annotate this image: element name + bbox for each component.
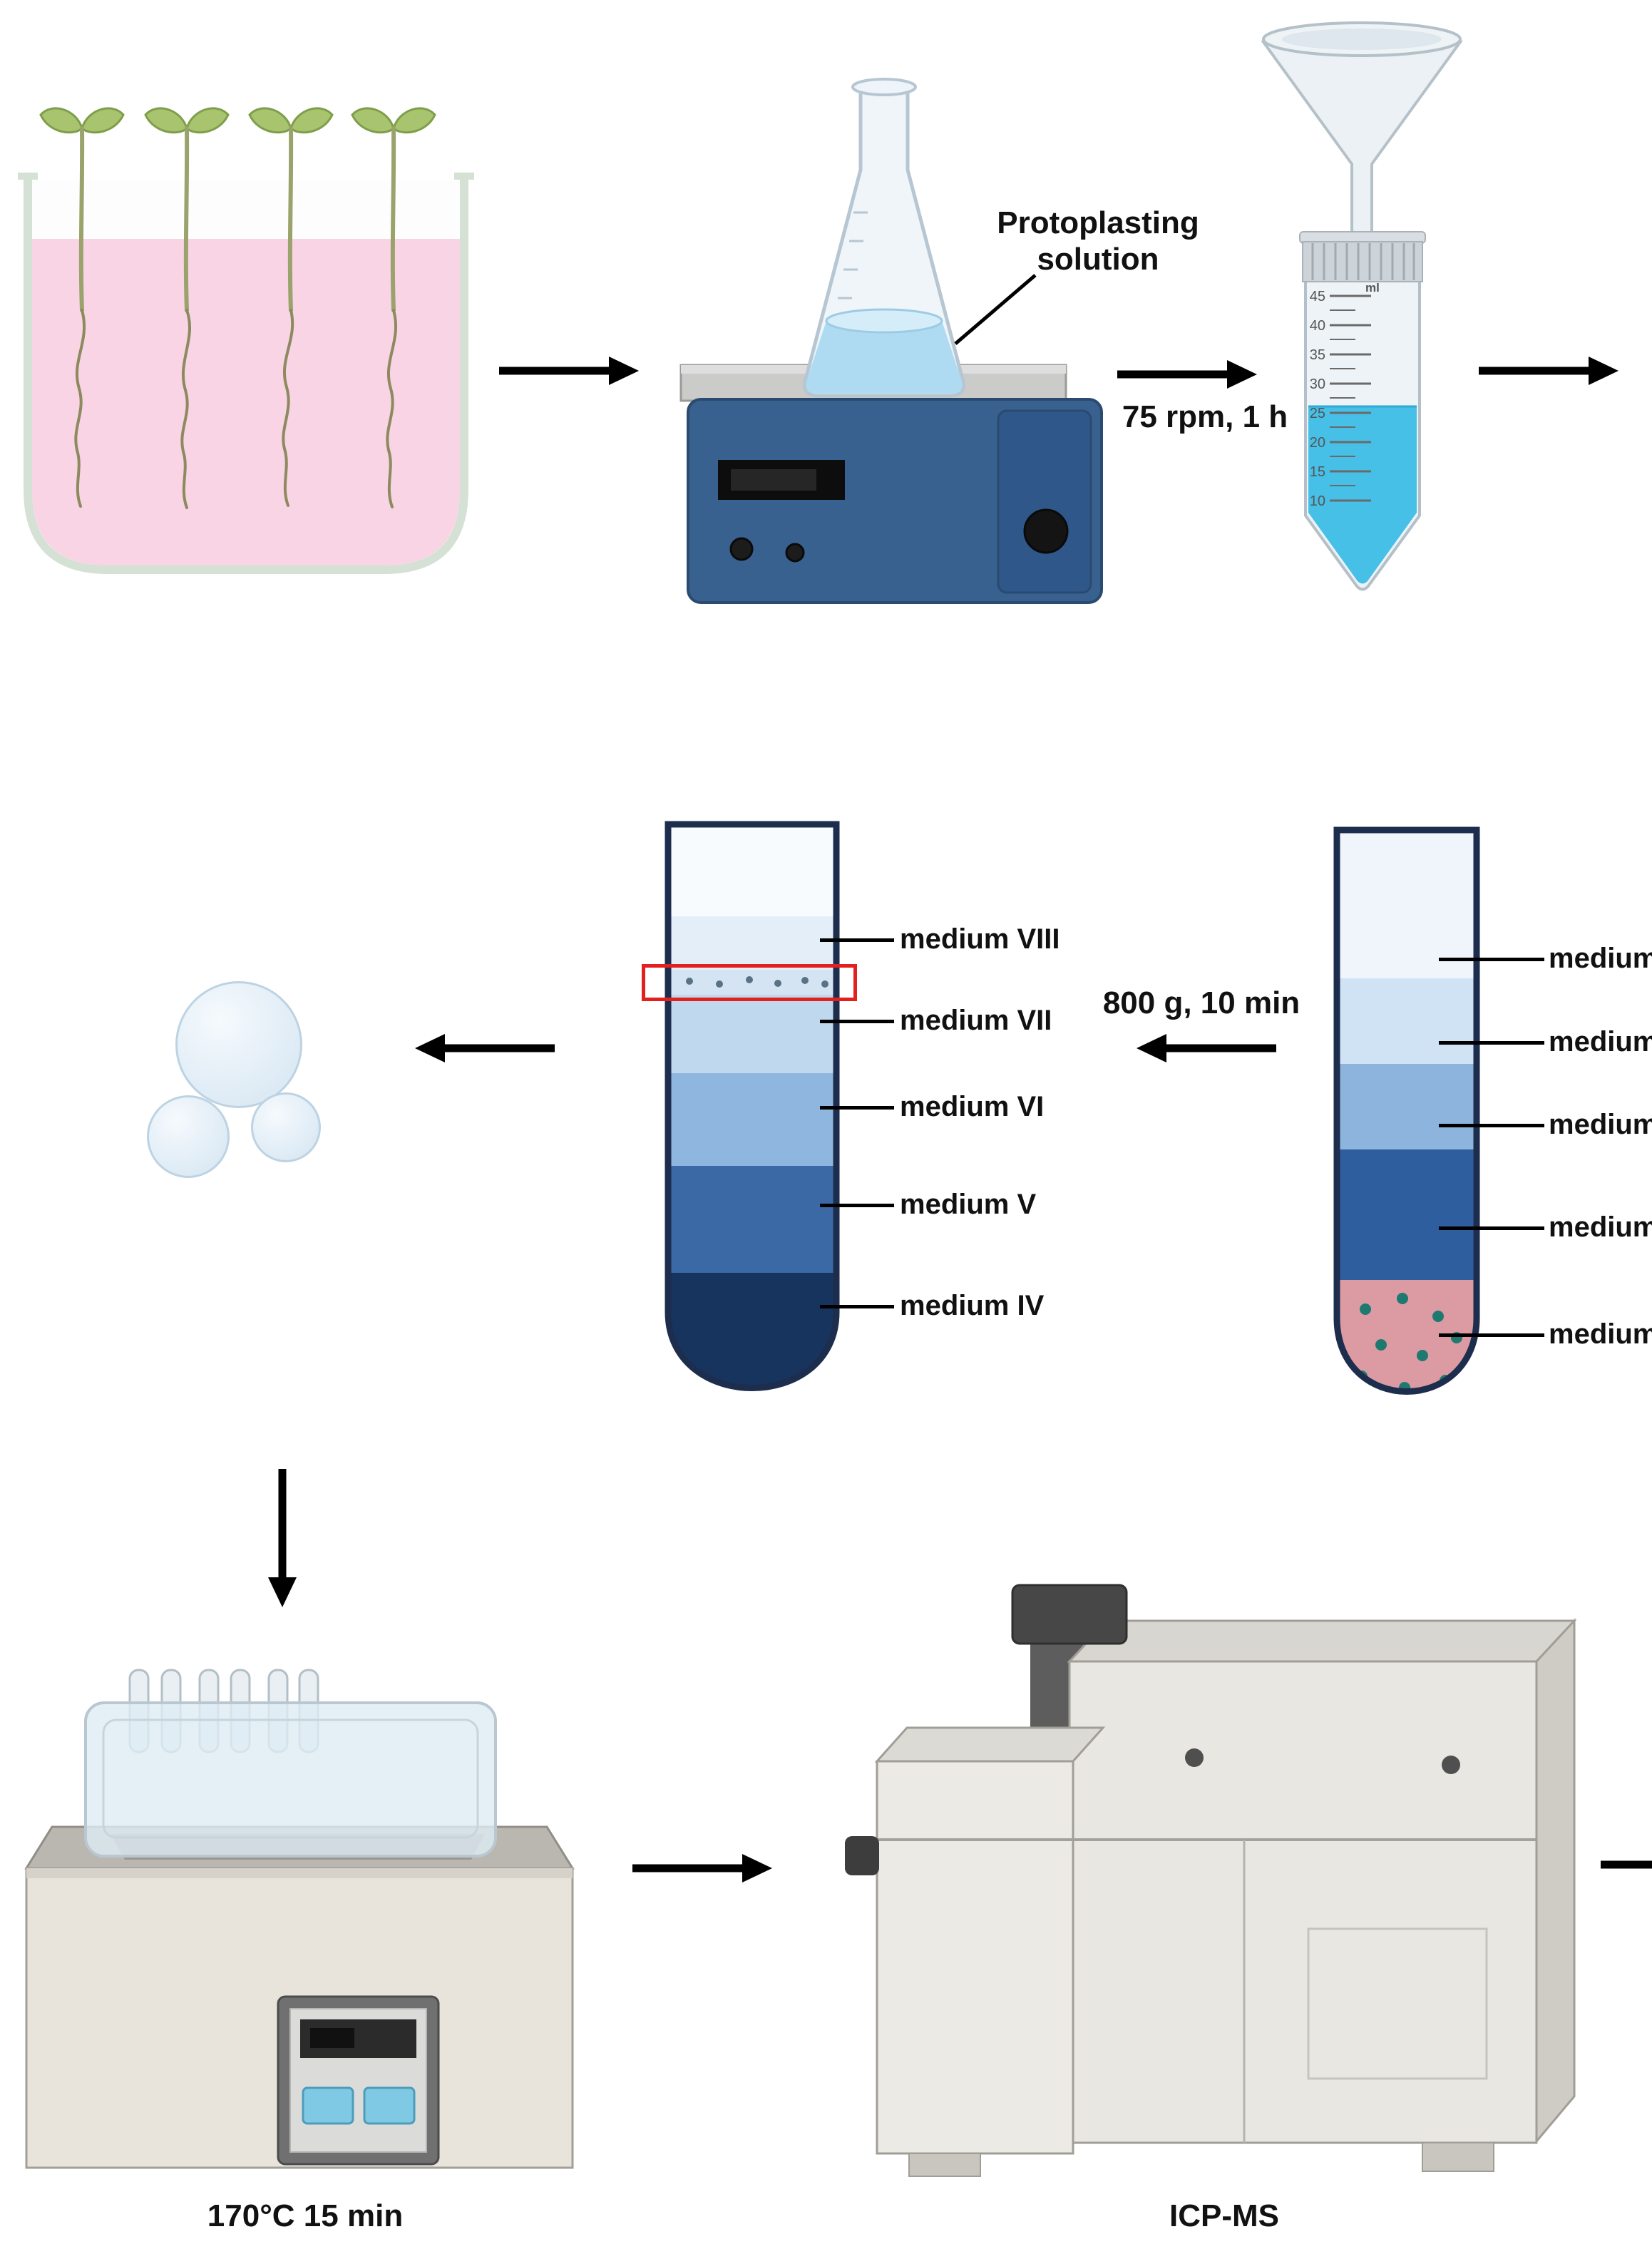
shaker-knob-large[interactable] xyxy=(1023,508,1069,554)
icpms-left-module xyxy=(845,1726,1106,2155)
analysis-step-label: ICP-MS xyxy=(1169,2198,1279,2233)
gradient-tick-vii xyxy=(820,1020,894,1023)
arrow-right-5 xyxy=(1601,1860,1652,1869)
protoplast-cell-medium xyxy=(147,1095,230,1178)
grad-10: 10 xyxy=(1310,493,1325,509)
gradient-layer-top xyxy=(668,824,836,916)
result-tick-1 xyxy=(1439,958,1544,961)
icpms-side-knob[interactable] xyxy=(845,1836,879,1875)
result-layer-2 xyxy=(1337,978,1477,1064)
shaker-knob-small-1[interactable] xyxy=(729,537,754,561)
gradient-layer-vii xyxy=(668,995,836,1073)
result-layer-4 xyxy=(1337,1149,1477,1280)
digestion-step-label: 170°C 15 min xyxy=(207,2198,404,2233)
icpms-foot-right xyxy=(1422,2142,1494,2172)
result-tube-icon xyxy=(1333,826,1480,1395)
result-tick-2 xyxy=(1439,1041,1544,1045)
result-label-5: medium xyxy=(1549,1318,1652,1350)
gradient-label-iv: medium IV xyxy=(900,1290,1045,1321)
result-layer-3 xyxy=(1337,1064,1477,1149)
protoplasting-pointer-line xyxy=(954,274,1037,345)
centrifuge-step-label: 800 g, 10 min xyxy=(1102,985,1300,1020)
icpms-top-knob[interactable] xyxy=(1011,1584,1128,1645)
gradient-label-vii: medium VII xyxy=(900,1005,1052,1036)
bath-button-2[interactable] xyxy=(363,2086,416,2125)
gradient-layer-v xyxy=(668,1166,836,1273)
falcon-cap xyxy=(1302,241,1423,282)
result-layer-pellet xyxy=(1337,1280,1477,1392)
result-tick-3 xyxy=(1439,1124,1544,1127)
gradient-label-vi: medium VI xyxy=(900,1091,1045,1122)
falcon-tube-icon: 45 40 35 30 25 20 15 10 ml xyxy=(1299,231,1426,591)
gradient-tube-icon xyxy=(665,821,840,1391)
erlenmeyer-flask-icon xyxy=(802,78,966,398)
shaker-base xyxy=(687,398,1103,604)
glass-container xyxy=(18,173,474,574)
bath-control-panel xyxy=(277,1995,440,2166)
seedling-3 xyxy=(248,107,334,507)
protoplast-cell-small xyxy=(251,1092,321,1162)
protoplasting-label-line2: solution xyxy=(1037,241,1159,277)
arrow-right-4 xyxy=(632,1854,772,1882)
result-label-4: medium xyxy=(1549,1211,1652,1243)
grad-30: 30 xyxy=(1310,376,1325,392)
arrow-right-3 xyxy=(1479,357,1618,385)
protoplast-cell-large xyxy=(175,981,302,1108)
band-highlight-red-box xyxy=(642,964,857,1001)
seedling-2 xyxy=(144,107,230,509)
shaker-knob-small-2[interactable] xyxy=(785,543,805,563)
falcon-graduations xyxy=(1330,294,1371,502)
gradient-tick-v xyxy=(820,1204,894,1207)
gradient-band-highlight xyxy=(668,970,836,995)
band-cells-dots xyxy=(686,976,828,988)
arrow-down-1 xyxy=(268,1469,297,1607)
arrow-left-2 xyxy=(415,1034,555,1062)
seedlings-beaker-illustration xyxy=(18,107,474,574)
result-tick-4 xyxy=(1439,1226,1544,1230)
grad-15: 15 xyxy=(1310,464,1325,480)
gradient-label-viii: medium VIII xyxy=(900,923,1060,955)
icpms-main-unit xyxy=(1067,1618,1577,2145)
gradient-tick-vi xyxy=(820,1106,894,1110)
gradient-layer-viii xyxy=(668,916,836,970)
grad-45: 45 xyxy=(1310,289,1325,304)
falcon-liquid xyxy=(1308,406,1417,584)
icpms-bolt-2 xyxy=(1442,1756,1460,1774)
grad-35: 35 xyxy=(1310,347,1325,363)
shake-step-label: 75 rpm, 1 h xyxy=(1122,399,1288,434)
water-bath-illustration xyxy=(24,1669,575,2169)
seedling-1 xyxy=(39,107,125,508)
result-label-1: medium xyxy=(1549,943,1652,974)
result-label-3: medium xyxy=(1549,1109,1652,1140)
result-layer-1 xyxy=(1337,830,1477,980)
flask-liquid xyxy=(806,321,963,394)
funnel-falcon-illustration: 45 40 35 30 25 20 15 10 ml xyxy=(1261,21,1463,591)
grad-20: 20 xyxy=(1310,435,1325,451)
grad-40: 40 xyxy=(1310,318,1325,334)
arrow-right-2 xyxy=(1117,360,1257,389)
gradient-label-v: medium V xyxy=(900,1189,1037,1220)
result-tick-5 xyxy=(1439,1333,1544,1337)
grad-25: 25 xyxy=(1310,406,1325,421)
gradient-tick-viii xyxy=(820,938,894,942)
gradient-layer-vi xyxy=(668,1073,836,1166)
icpms-instrument-illustration xyxy=(845,1584,1577,2177)
falcon-unit-label: ml xyxy=(1365,281,1380,294)
seedling-4 xyxy=(351,107,436,508)
arrow-right-1 xyxy=(499,357,639,385)
gradient-layer-iv xyxy=(668,1273,836,1388)
protoplasting-label-line1: Protoplasting xyxy=(997,205,1199,240)
arrow-left-1 xyxy=(1137,1034,1276,1062)
shaker-flask-illustration xyxy=(679,78,1103,604)
gradient-tick-iv xyxy=(820,1305,894,1308)
funnel-icon xyxy=(1261,21,1463,237)
pink-medium xyxy=(32,239,460,565)
bath-button-1[interactable] xyxy=(302,2086,354,2125)
icpms-foot-left xyxy=(908,2153,981,2177)
protoplasting-solution-label: Protoplasting solution xyxy=(977,205,1219,277)
icpms-bolt-1 xyxy=(1185,1748,1204,1767)
bath-lid[interactable] xyxy=(84,1701,497,1858)
result-label-2: medium xyxy=(1549,1026,1652,1057)
